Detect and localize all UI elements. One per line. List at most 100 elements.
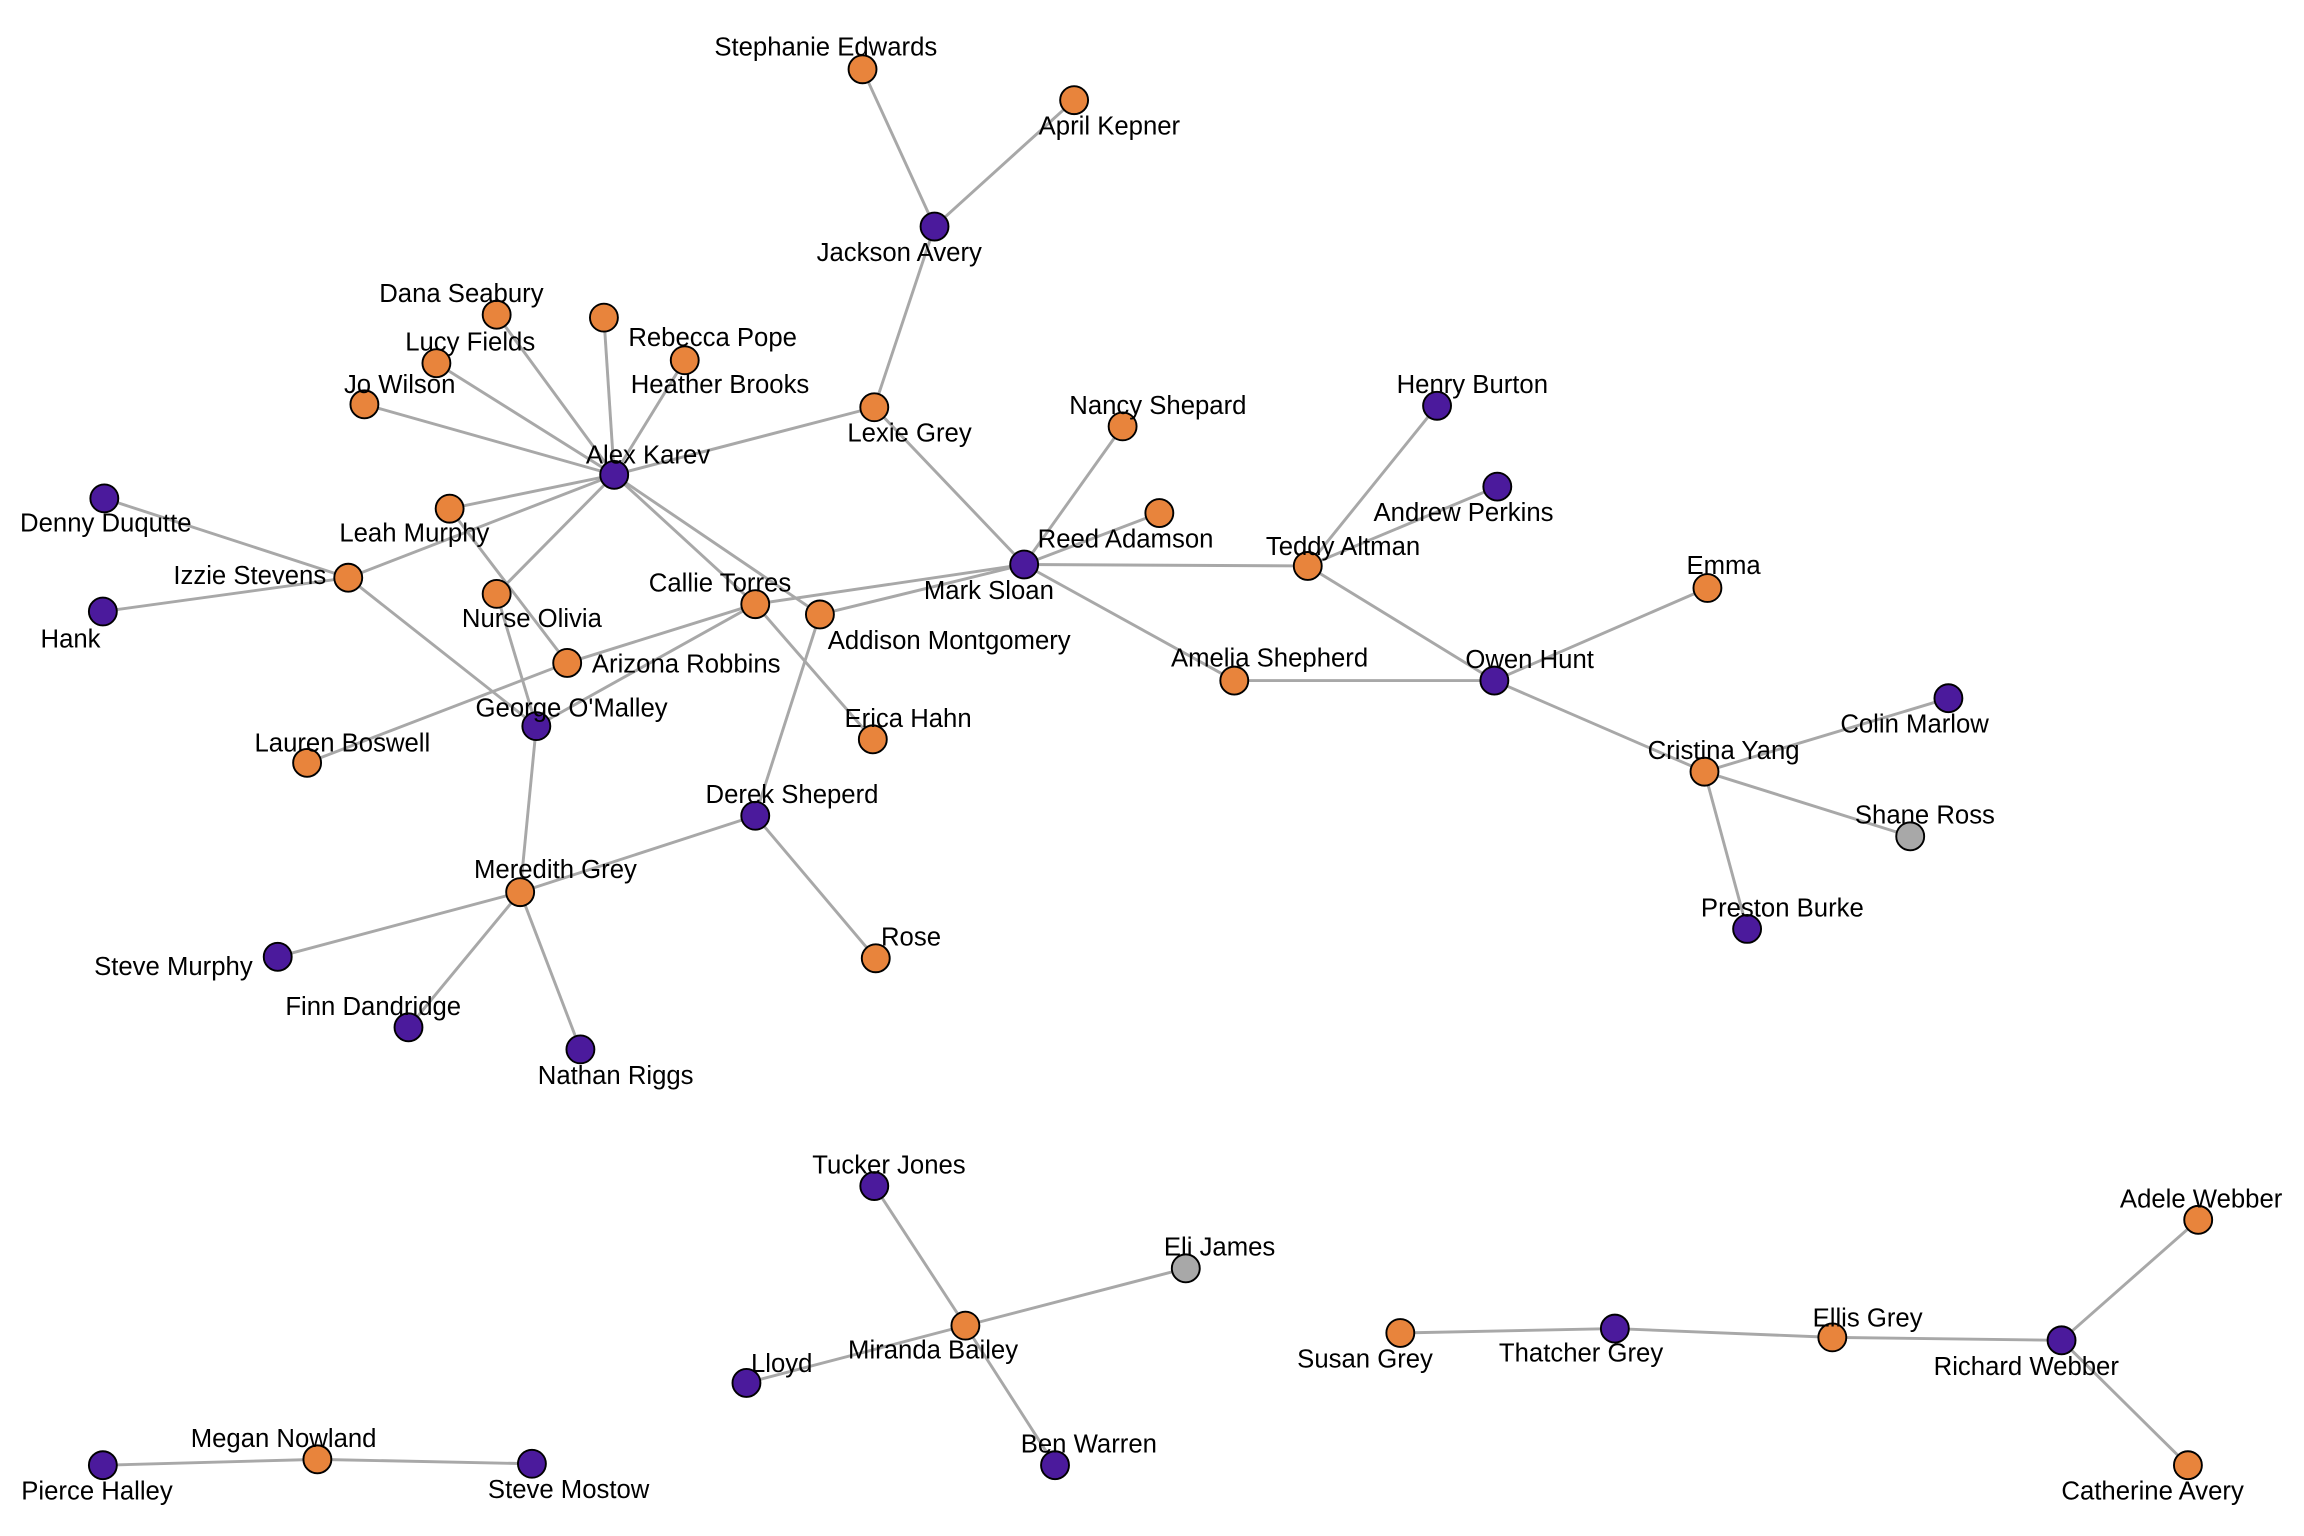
edge-cristina-yang-preston-burke <box>1703 771 1749 930</box>
edge-megan-nowland-pierce-halley <box>102 1457 318 1467</box>
edge-alex-karev-nurse-olivia <box>495 473 616 595</box>
node-meredith-grey <box>505 877 536 908</box>
node-alex-karev <box>599 459 630 490</box>
node-label: Emma <box>1686 552 1761 580</box>
node-label: Callie Torres <box>649 570 791 598</box>
edge-richard-webber-catherine-avery <box>2060 1339 2189 1467</box>
node-label: Steve Mostow <box>488 1476 650 1504</box>
node-label: Rose <box>881 924 941 952</box>
node-reed-adamson <box>1144 498 1175 528</box>
edge-meredith-grey-finn-dandridge <box>407 891 522 1029</box>
node-thatcher-grey <box>1599 1313 1630 1344</box>
node-izzie-stevens <box>333 562 364 593</box>
node-label: Owen Hunt <box>1465 646 1594 674</box>
node-addison-montgomery <box>805 599 835 630</box>
node-ben-warren <box>1040 1450 1070 1481</box>
node-lloyd <box>731 1368 762 1398</box>
edge-addison-montgomery-derek-sheperd <box>753 613 822 817</box>
edge-miranda-bailey-ben-warren <box>964 1324 1057 1467</box>
node-leah-murphy <box>434 493 465 524</box>
node-label: Megan Nowland <box>191 1425 377 1453</box>
edge-meredith-grey-george-o-malley <box>518 725 538 893</box>
edge-jackson-avery-april-kepner <box>933 99 1076 228</box>
node-label: Lauren Boswell <box>254 730 430 758</box>
node-label: Ben Warren <box>1021 1431 1157 1459</box>
node-label: Jackson Avery <box>817 239 982 267</box>
edge-susan-grey-thatcher-grey <box>1400 1327 1615 1335</box>
node-derek-sheperd <box>740 800 771 831</box>
node-label: Steve Murphy <box>94 953 253 981</box>
node-label: Thatcher Grey <box>1499 1340 1663 1368</box>
edge-teddy-altman-owen-hunt <box>1306 564 1496 682</box>
node-label: Henry Burton <box>1397 371 1548 399</box>
node-owen-hunt <box>1479 665 1510 696</box>
node-label: Hank <box>41 625 101 653</box>
edge-jackson-avery-lexie-grey <box>872 226 936 408</box>
node-callie-torres <box>740 589 771 620</box>
node-nathan-riggs <box>565 1034 596 1065</box>
edge-cristina-yang-colin-marlow <box>1704 696 1949 774</box>
node-arizona-robbins <box>552 648 583 678</box>
node-erica-hahn <box>857 724 888 755</box>
node-shane-ross <box>1895 821 1926 852</box>
edge-callie-torres-mark-sloan <box>755 563 1025 606</box>
node-label: Lucy Fields <box>405 329 535 357</box>
edge-alex-karev-callie-torres <box>613 473 757 606</box>
node-lexie-grey <box>859 392 890 423</box>
edge-lexie-grey-mark-sloan <box>873 406 1026 566</box>
edge-arizona-robbins-callie-torres <box>566 602 756 665</box>
node-tucker-jones <box>859 1171 890 1201</box>
node-label: Pierce Halley <box>21 1478 173 1506</box>
node-label: Alex Karev <box>586 442 710 470</box>
node-label: Izzie Stevens <box>173 562 326 590</box>
node-label: Andrew Perkins <box>1374 499 1554 527</box>
edge-alex-karev-addison-montgomery <box>613 473 821 616</box>
node-label: Jo Wilson <box>344 371 455 399</box>
edge-meredith-grey-steve-murphy <box>277 890 521 959</box>
node-label: Shane Ross <box>1855 802 1995 830</box>
edge-megan-nowland-steve-mostow <box>317 1457 532 1466</box>
node-preston-burke <box>1732 913 1763 944</box>
edge-callie-torres-erica-hahn <box>754 603 874 741</box>
edge-cristina-yang-shane-ross <box>1704 770 1911 838</box>
node-label: Leah Murphy <box>339 520 489 548</box>
node-label: Adele Webber <box>2120 1185 2283 1213</box>
node-steve-mostow <box>517 1448 547 1479</box>
node-mark-sloan <box>1009 549 1040 580</box>
node-label: Nancy Shepard <box>1069 392 1246 420</box>
edge-nurse-olivia-george-o-malley <box>495 593 538 727</box>
node-label: George O'Malley <box>476 694 668 722</box>
node-label: Susan Grey <box>1297 1345 1433 1373</box>
edge-ellis-grey-richard-webber <box>1832 1335 2062 1342</box>
node-label: Derek Sheperd <box>706 781 879 809</box>
node-henry-burton <box>1422 390 1452 421</box>
node-stephanie-edwards <box>847 54 878 85</box>
node-label: Preston Burke <box>1701 894 1864 922</box>
edge-miranda-bailey-eli-james <box>965 1266 1187 1328</box>
node-hank <box>87 596 118 627</box>
node-label: Tucker Jones <box>812 1151 965 1179</box>
node-jo-wilson <box>349 389 380 420</box>
node-eli-james <box>1170 1253 1201 1284</box>
node-catherine-avery <box>2173 1450 2203 1481</box>
node-label: Reed Adamson <box>1038 526 1214 554</box>
node-dana-seabury <box>481 299 512 330</box>
node-susan-grey <box>1385 1318 1416 1348</box>
node-label: Denny Duqutte <box>20 509 191 537</box>
node-label: Nurse Olivia <box>462 605 603 633</box>
node-label: Lloyd <box>751 1350 812 1378</box>
edge-mark-sloan-nancy-shepard <box>1022 425 1124 566</box>
node-cristina-yang <box>1689 756 1720 787</box>
edge-thatcher-grey-ellis-grey <box>1614 1327 1833 1339</box>
edge-alex-karev-heather-brooks <box>612 359 686 476</box>
edge-owen-hunt-cristina-yang <box>1493 679 1706 774</box>
node-megan-nowland <box>302 1444 333 1475</box>
node-label: Miranda Bailey <box>848 1337 1018 1365</box>
node-label: Richard Webber <box>1934 1353 2120 1381</box>
edge-alex-karev-lucy-fields <box>435 361 615 477</box>
node-label: Amelia Shepherd <box>1171 645 1368 673</box>
node-heather-brooks <box>669 345 700 376</box>
node-label: Stephanie Edwards <box>714 33 937 61</box>
